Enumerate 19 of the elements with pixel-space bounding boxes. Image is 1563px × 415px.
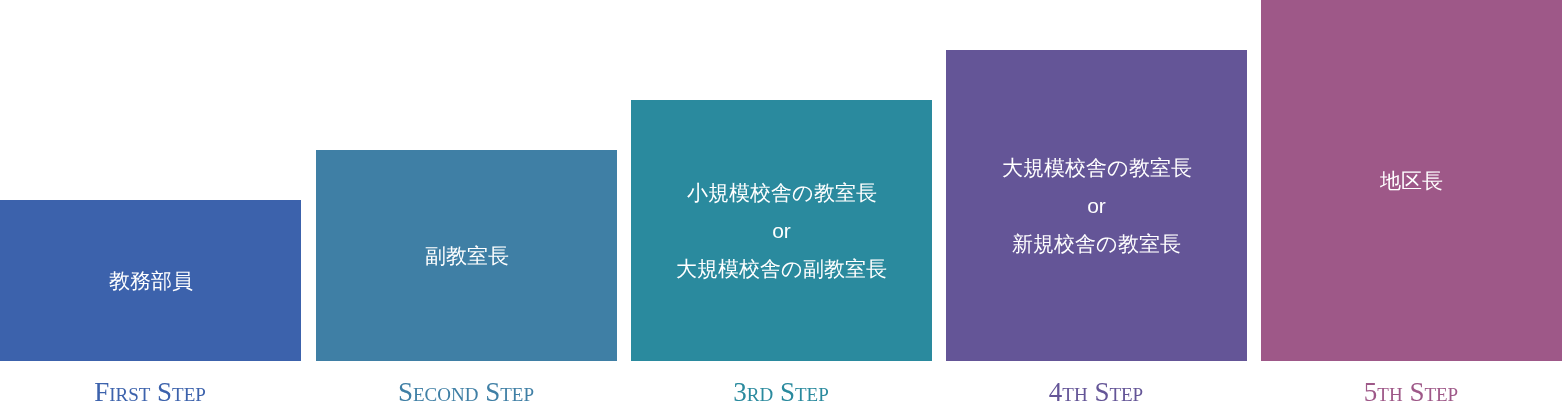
step-title: 新規校舎の教室長 bbox=[1012, 230, 1181, 257]
step-title: 教務部員 bbox=[108, 267, 193, 294]
step-box bbox=[946, 50, 1247, 361]
step-box bbox=[316, 150, 617, 361]
step-label: 3rd Step bbox=[733, 376, 829, 409]
step-title: 大規模校舎の教室長 bbox=[1001, 154, 1192, 181]
step-label: 5th Step bbox=[1363, 376, 1459, 409]
step-box bbox=[631, 100, 932, 361]
step-box bbox=[0, 200, 301, 361]
step-title: or bbox=[1087, 192, 1106, 219]
step-label: 4th Step bbox=[1048, 376, 1144, 409]
step-title: 副教室長 bbox=[424, 242, 509, 269]
step-title: 地区長 bbox=[1380, 167, 1443, 194]
step-label: Second Step bbox=[398, 376, 534, 409]
step-box bbox=[1261, 0, 1562, 361]
step-title: 小規模校舎の教室長 bbox=[686, 179, 877, 206]
step-title: or bbox=[772, 217, 791, 244]
step-title: 大規模校舎の副教室長 bbox=[676, 255, 887, 282]
step-label: First Step bbox=[94, 376, 206, 409]
